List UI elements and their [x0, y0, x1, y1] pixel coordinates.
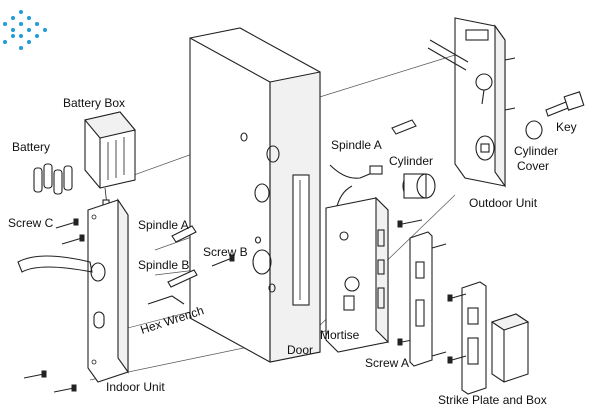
spindle-a-left [171, 225, 197, 243]
label-screw-b: Screw B [203, 245, 248, 259]
cable [329, 164, 383, 211]
screws-indoor [23, 370, 77, 393]
indoor-unit [17, 198, 129, 383]
logo-dots [3, 10, 47, 50]
cylinder [402, 173, 436, 199]
mortise [325, 196, 389, 353]
label-spindle-a-right: Spindle A [331, 138, 382, 152]
label-door: Door [287, 343, 313, 357]
label-cylinder-cover-line1: Cylinder [514, 144, 558, 158]
cylinder-cover [525, 120, 543, 140]
battery-box [84, 111, 136, 206]
key [545, 91, 585, 117]
face-plate [409, 231, 433, 367]
label-strike-plate-and-box: Strike Plate and Box [438, 393, 547, 407]
label-mortise: Mortise [320, 328, 360, 342]
label-outdoor-unit: Outdoor Unit [469, 196, 538, 210]
spindle-a-right [391, 119, 417, 135]
door [189, 27, 321, 363]
spindle-b [167, 269, 198, 288]
label-spindle-b: Spindle B [138, 258, 189, 272]
label-key: Key [556, 120, 577, 134]
label-screw-c: Screw C [8, 216, 54, 230]
outdoor-unit [427, 17, 516, 188]
label-battery: Battery [12, 140, 50, 154]
label-cylinder-cover-line2: Cover [517, 159, 549, 173]
strike-plate [447, 281, 530, 395]
label-indoor-unit: Indoor Unit [106, 380, 165, 394]
label-screw-a: Screw A [365, 356, 409, 370]
batteries [33, 163, 73, 195]
screws-c [55, 218, 85, 245]
hex-wrench [147, 295, 185, 305]
label-battery-box: Battery Box [63, 96, 125, 110]
screw-b [211, 254, 235, 267]
label-cylinder: Cylinder [389, 154, 433, 168]
label-spindle-a-left: Spindle A [138, 218, 189, 232]
